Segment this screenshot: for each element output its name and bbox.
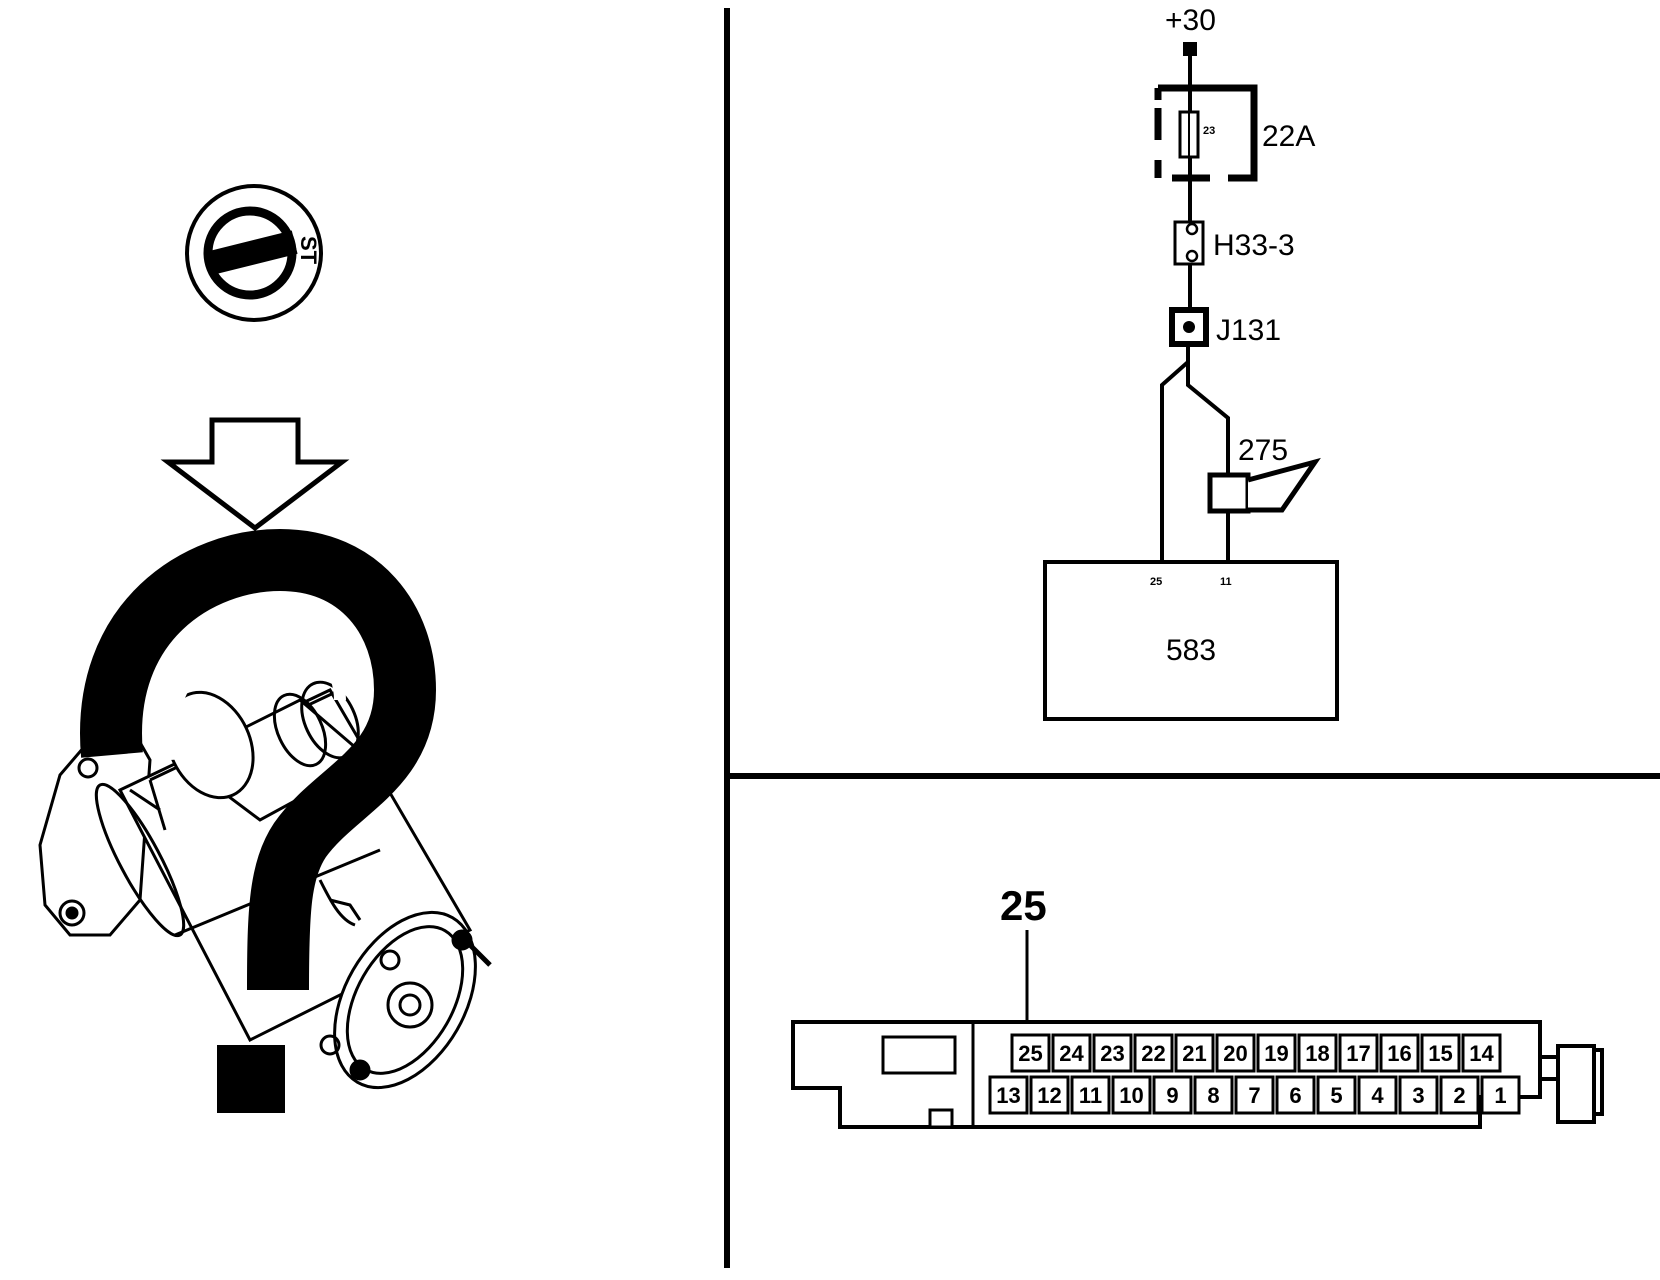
- connector-label: H33-3: [1213, 229, 1295, 262]
- ignition-switch-icon: ST: [185, 184, 323, 322]
- connector-pin-21: 21: [1174, 1033, 1215, 1073]
- wire-to-pin-25: [1160, 344, 1190, 560]
- module-pin-right: 11: [1220, 576, 1232, 588]
- connector-pin-label: 9: [1166, 1083, 1178, 1108]
- down-arrow-icon: [160, 417, 350, 532]
- connector-pin-label: 19: [1264, 1041, 1288, 1066]
- connector-pin-label: 18: [1305, 1041, 1329, 1066]
- module-label: 583: [1166, 634, 1216, 667]
- housing-window: [881, 1035, 957, 1075]
- connector-pin-12: 12: [1029, 1075, 1070, 1115]
- pin-row-bottom: 13 12 11 10 9 8 7 6 5 4 3 2 1: [988, 1075, 1521, 1115]
- connector-pin-label: 11: [1079, 1083, 1102, 1108]
- connector-pin-label: 7: [1248, 1083, 1260, 1108]
- wire-to-buzzer: [1186, 344, 1230, 475]
- connector-pin-label: 6: [1289, 1083, 1301, 1108]
- module-583: [1043, 560, 1339, 721]
- connector-pin-label: 23: [1100, 1041, 1124, 1066]
- question-dot: [217, 1045, 285, 1113]
- fuse-label: 22A: [1262, 120, 1315, 153]
- connector-pin-5: 5: [1316, 1075, 1357, 1115]
- connector-pin-19: 19: [1256, 1033, 1297, 1073]
- connector-pin-7: 7: [1234, 1075, 1275, 1115]
- connector-latch: [1538, 1044, 1604, 1124]
- wiring-diagram: +30 23 22A H33-3 J131: [1043, 4, 1339, 721]
- supply-label: +30: [1165, 4, 1216, 37]
- connector-h33: [1173, 220, 1205, 266]
- connector-pin-24: 24: [1051, 1033, 1092, 1073]
- connector-pin-11: 11: [1070, 1075, 1111, 1115]
- connector-pin-label: 5: [1330, 1083, 1342, 1108]
- junction-j131: [1169, 307, 1209, 347]
- connector-pin-4: 4: [1357, 1075, 1398, 1115]
- connector-pin-label: 10: [1119, 1083, 1143, 1108]
- supply-terminal: [1183, 42, 1197, 56]
- connector-pin-9: 9: [1152, 1075, 1193, 1115]
- connector-pin-10: 10: [1111, 1075, 1152, 1115]
- buzzer-label: 275: [1238, 434, 1288, 467]
- connector-pin-label: 2: [1453, 1083, 1465, 1108]
- connector-pin-16: 16: [1379, 1033, 1420, 1073]
- connector-pin-label: 4: [1371, 1083, 1384, 1108]
- fuse-box: [1154, 84, 1258, 182]
- connector-pin-6: 6: [1275, 1075, 1316, 1115]
- connector-pin-3: 3: [1398, 1075, 1439, 1115]
- callout-pin-label: 25: [1000, 882, 1047, 929]
- connector-pin-label: 14: [1469, 1041, 1494, 1066]
- connector-pin-label: 24: [1059, 1041, 1084, 1066]
- connector-pin-25: 25: [1010, 1033, 1051, 1073]
- connector-pin-15: 15: [1420, 1033, 1461, 1073]
- connector-pin-14: 14: [1461, 1033, 1502, 1073]
- connector-pin-label: 22: [1141, 1041, 1165, 1066]
- connector-pin-18: 18: [1297, 1033, 1338, 1073]
- connector-pin-label: 21: [1182, 1041, 1206, 1066]
- connector-pin-label: 16: [1387, 1041, 1411, 1066]
- connector-pin-label: 20: [1223, 1041, 1247, 1066]
- housing-tab: [928, 1108, 954, 1129]
- connector-pin-label: 3: [1412, 1083, 1424, 1108]
- junction-label: J131: [1216, 314, 1281, 347]
- connector-pin-label: 12: [1037, 1083, 1061, 1108]
- pin-row-top: 25 24 23 22 21 20 19 18 17 16 15 14: [1010, 1033, 1502, 1073]
- ignition-position-label: ST: [296, 236, 321, 265]
- buzzer-icon: [1207, 457, 1321, 514]
- panel-dividers: [724, 8, 1660, 1268]
- connector-pin-label: 17: [1346, 1041, 1370, 1066]
- connector-pin-label: 1: [1494, 1083, 1506, 1108]
- connector-pin-1: 1: [1480, 1075, 1521, 1115]
- module-pin-left: 25: [1150, 576, 1162, 588]
- connector-pin-label: 15: [1428, 1041, 1452, 1066]
- question-mark-icon: [80, 528, 437, 1113]
- connector-pin-23: 23: [1092, 1033, 1133, 1073]
- connector-pin-22: 22: [1133, 1033, 1174, 1073]
- connector-pin-17: 17: [1338, 1033, 1379, 1073]
- fuse-number: 23: [1203, 125, 1215, 137]
- connector-pin-label: 25: [1018, 1041, 1042, 1066]
- connector-pin-20: 20: [1215, 1033, 1256, 1073]
- connector-pin-label: 8: [1207, 1083, 1219, 1108]
- connector-pin-label: 13: [996, 1083, 1020, 1108]
- connector-pin-2: 2: [1439, 1075, 1480, 1115]
- connector-pin-8: 8: [1193, 1075, 1234, 1115]
- connector-pin-13: 13: [988, 1075, 1029, 1115]
